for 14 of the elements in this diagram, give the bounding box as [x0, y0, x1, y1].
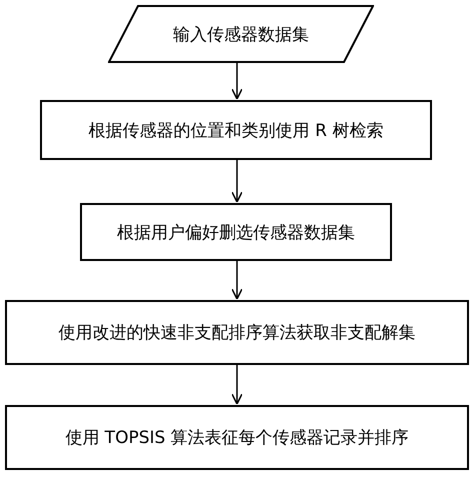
box-label: 根据用户偏好删选传感器数据集: [117, 222, 355, 244]
arrow: [231, 63, 243, 100]
arrow: [231, 160, 243, 203]
arrow: [231, 365, 243, 405]
input-parallelogram: [108, 5, 374, 63]
process-box: [5, 405, 469, 470]
arrow: [231, 261, 243, 300]
box-label: 根据传感器的位置和类别使用 R 树检索: [88, 120, 384, 142]
box-label: 使用改进的快速非支配排序算法获取非支配解集: [58, 322, 416, 344]
box-label: 使用 TOPSIS 算法表征每个传感器记录并排序: [65, 427, 409, 449]
process-box: [5, 300, 469, 365]
box-label: 输入传感器数据集: [173, 24, 309, 46]
process-box: [40, 100, 432, 160]
process-box: [80, 203, 392, 261]
